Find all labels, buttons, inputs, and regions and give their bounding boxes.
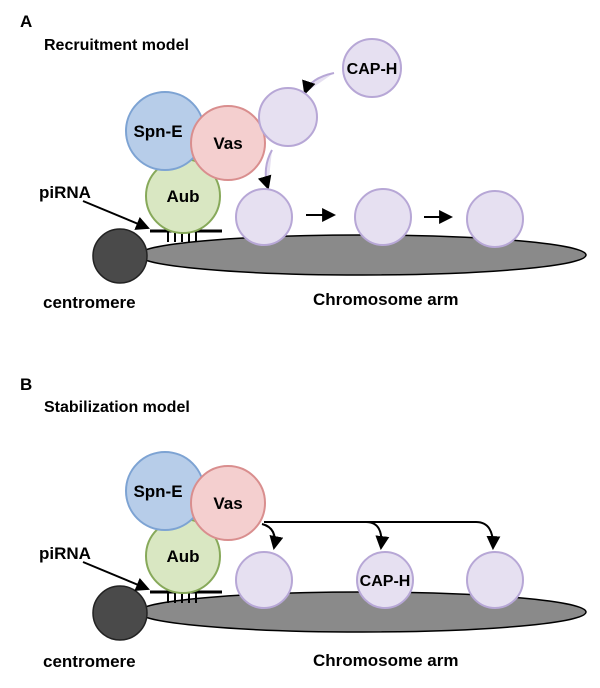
cap-h-bound-label: CAP-H [360,573,411,590]
panel-a-title: Recruitment model [44,37,189,54]
panel-b-letter: B [20,375,32,394]
panel-b: B Stabilization model Aub Spn-E Vas piRN… [20,375,587,671]
panel-a-letter: A [20,12,32,31]
vas-protein [190,465,266,541]
cap-h-recruit-arrow [302,72,335,95]
chromosome-arm-label: Chromosome arm [313,290,458,309]
chromosome-arm [137,591,587,633]
spn-e-label: Spn-E [133,482,182,501]
spn-e-label: Spn-E [133,122,182,141]
cap-h-loaded-1 [235,188,293,246]
panel-b-title: Stabilization model [44,399,190,416]
aub-label: Aub [166,187,199,206]
stabilize-arrow-2 [264,521,390,551]
pirna-label: piRNA [39,544,91,563]
stabilize-arrow-1 [261,523,284,551]
centromere [92,228,148,284]
cap-h-bound-1 [235,551,293,609]
cap-h-free [342,38,402,98]
cap-h-loaded-2 [354,188,412,246]
cap-h-bound-3 [466,551,524,609]
cap-h-recruited [258,87,318,147]
centromere [92,585,148,641]
vas-label: Vas [213,134,242,153]
vas-protein [190,105,266,181]
vas-label: Vas [213,494,242,513]
stabilize-arrow-3 [366,521,501,551]
cap-h-free-label: CAP-H [347,61,398,78]
cap-h-bound-2 [356,551,414,609]
cap-h-load-arrow [257,149,273,191]
chromosome-arm [137,234,587,276]
chromosome-arm-label: Chromosome arm [313,651,458,670]
aub-label: Aub [166,547,199,566]
pirna-arrow [82,561,150,591]
cap-h-loaded-3 [466,190,524,248]
centromere-label: centromere [43,293,136,312]
pirna-label: piRNA [39,183,91,202]
panel-a: A Recruitment model Aub Spn-E Vas piRNA … [20,12,587,312]
centromere-label: centromere [43,652,136,671]
pirna-arrow [82,200,150,230]
